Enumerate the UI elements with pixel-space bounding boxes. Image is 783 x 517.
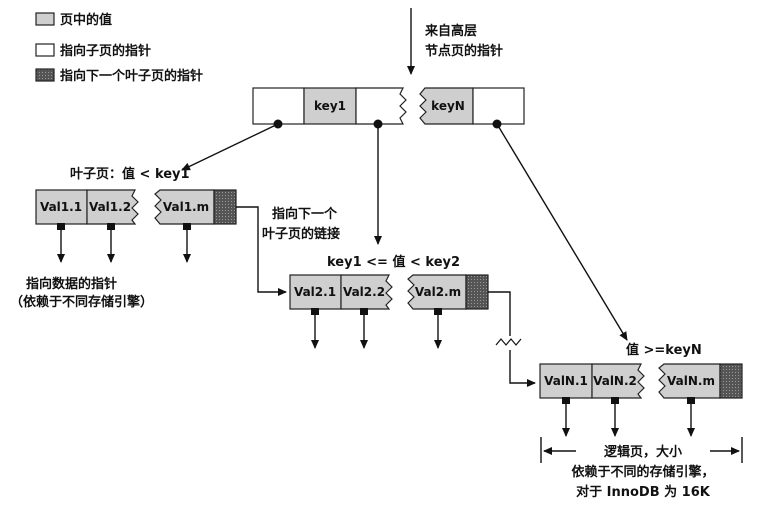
data-pointer-label-line1: 指向数据的指针 bbox=[26, 276, 117, 292]
leaf3-data-pointer-1 bbox=[562, 397, 570, 404]
root-node: key1 keyN bbox=[252, 87, 525, 129]
leaf2-data-pointers bbox=[311, 308, 442, 349]
leaf1-to-leaf2-link bbox=[236, 206, 287, 296]
legend: 页中的值 指向子页的指针 指向下一个叶子页的指针 bbox=[35, 12, 203, 84]
leaf1-caption: 叶子页：值 < key1 bbox=[70, 166, 190, 182]
leaf3-data-pointer-m bbox=[687, 397, 695, 404]
arrow-root-to-leaf3 bbox=[496, 123, 628, 341]
root-pointer-cell-1 bbox=[252, 87, 305, 125]
leaf2-to-leaf3-link-upper bbox=[488, 291, 511, 336]
leaf3-next-pointer-cell bbox=[719, 363, 743, 399]
arrow-root-to-leaf1 bbox=[181, 123, 279, 171]
data-pointer-label-line2: （依赖于不同存储引擎） bbox=[10, 294, 153, 310]
leaf2-value-text-2: Val2.2 bbox=[343, 285, 385, 299]
root-key-last-text: keyN bbox=[431, 99, 465, 113]
leaf1-next-pointer-cell bbox=[213, 189, 237, 225]
leaf1-value-text-2: Val1.2 bbox=[89, 200, 131, 214]
legend-next-leaf-swatch bbox=[35, 68, 55, 82]
leaf3-data-pointers bbox=[562, 397, 695, 437]
leaf2-value-cell-1 bbox=[289, 274, 342, 310]
root-pointer-cell-2 bbox=[355, 87, 407, 125]
leaf3-node: ValN.1 ValN.2 ValN.m bbox=[539, 363, 743, 399]
leaf2-to-leaf3-link-lower bbox=[509, 350, 536, 387]
link-break-mark bbox=[495, 338, 522, 346]
leaf2-next-pointer-cell bbox=[465, 274, 489, 310]
leaf1-value-text-m: Val1.m bbox=[163, 200, 209, 214]
leaf2-data-pointer-m bbox=[434, 308, 442, 315]
leaf1-data-pointer-1 bbox=[57, 223, 65, 230]
leaf1-node: Val1.1 Val1.2 Val1.m bbox=[35, 189, 237, 225]
leaf1-data-pointers bbox=[57, 223, 191, 263]
leaf3-data-pointer-2 bbox=[611, 397, 619, 404]
leaf3-value-text-2: ValN.2 bbox=[593, 374, 637, 388]
top-pointer-label-line2: 节点页的指针 bbox=[425, 43, 503, 59]
legend-next-leaf-label: 指向下一个叶子页的指针 bbox=[60, 68, 203, 84]
leaf3-value-text-m: ValN.m bbox=[667, 374, 715, 388]
leaf2-data-pointer-2 bbox=[360, 308, 368, 315]
legend-child-pointer-label: 指向子页的指针 bbox=[60, 43, 151, 59]
leaf2-data-pointer-1 bbox=[311, 308, 319, 315]
page-size-dimension bbox=[540, 437, 743, 463]
leaf1-value-text-1: Val1.1 bbox=[40, 200, 82, 214]
leaf3-caption: 值 >=keyN bbox=[626, 342, 702, 358]
leaf2-caption: key1 <= 值 < key2 bbox=[327, 254, 460, 270]
top-pointer-label-line1: 来自高层 bbox=[424, 23, 477, 39]
legend-value-swatch bbox=[35, 12, 55, 26]
leaf1-data-pointer-2 bbox=[107, 223, 115, 230]
leaf2-value-text-m: Val2.m bbox=[415, 285, 461, 299]
next-leaf-link-label-line2: 叶子页的链接 bbox=[262, 226, 340, 242]
logical-page-label-line1: 逻辑页，大小 bbox=[604, 444, 682, 460]
leaf2-node: Val2.1 Val2.2 Val2.m bbox=[289, 274, 489, 310]
next-leaf-link-label-line1: 指向下一个 bbox=[272, 206, 338, 222]
leaf3-value-text-1: ValN.1 bbox=[544, 374, 588, 388]
legend-child-pointer-swatch bbox=[35, 43, 55, 57]
root-key-first-text: key1 bbox=[314, 99, 346, 113]
leaf2-value-text-1: Val2.1 bbox=[294, 285, 336, 299]
logical-page-label-line3: 对于 InnoDB 为 16K bbox=[576, 484, 711, 500]
leaf1-data-pointer-m bbox=[183, 223, 191, 230]
logical-page-label-line2: 依赖于不同的存储引擎， bbox=[571, 464, 714, 480]
root-pointer-cell-3 bbox=[472, 87, 525, 125]
legend-value-label: 页中的值 bbox=[60, 12, 112, 28]
